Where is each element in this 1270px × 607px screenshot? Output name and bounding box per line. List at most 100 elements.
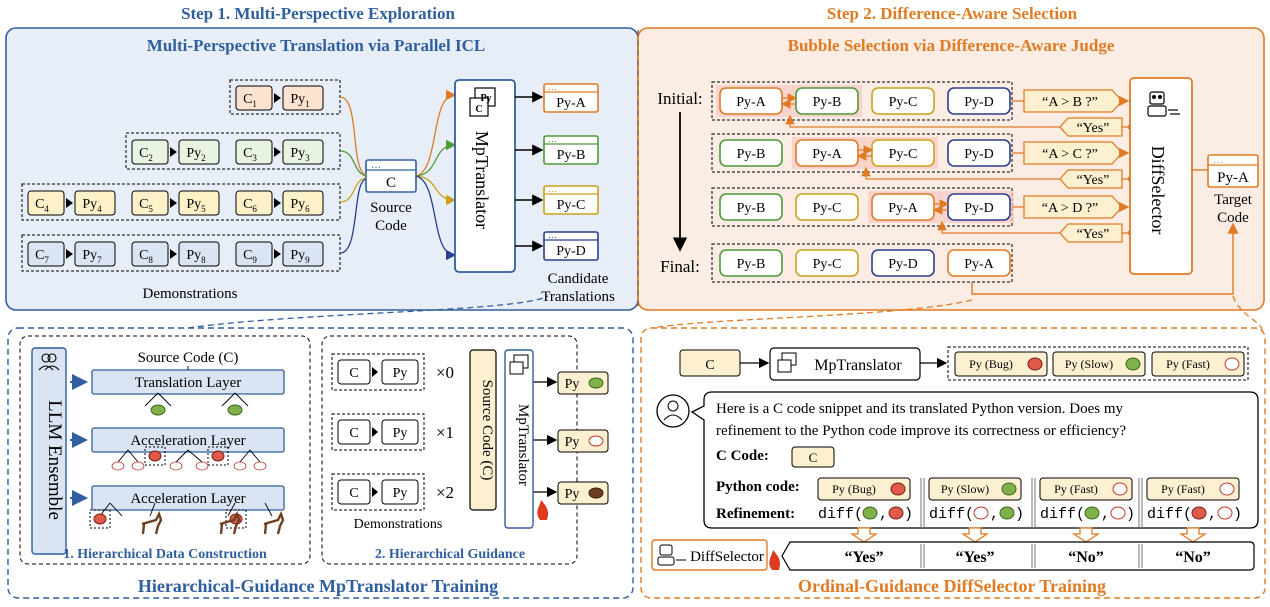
source-to-mptranslator-curves xyxy=(415,89,457,261)
guidance-multiplier: ×1 xyxy=(436,423,454,442)
turtle-icon xyxy=(588,377,604,389)
final-label: Final: xyxy=(660,257,700,276)
svg-text:Py: Py xyxy=(393,426,408,441)
guidance-output-box xyxy=(557,481,609,505)
source-code-label-1: Source xyxy=(370,200,412,216)
horse-icon xyxy=(263,510,285,535)
guidance-c-box xyxy=(337,479,371,505)
refinement-diff: diff( xyxy=(1040,506,1085,523)
demo-to-source-curves xyxy=(339,96,367,254)
svg-text:,: , xyxy=(1101,506,1110,523)
question-text: “A > C ?” xyxy=(1042,147,1098,162)
python-code-box xyxy=(1146,477,1240,501)
demo-py-box xyxy=(282,190,324,216)
hierarchy-layer xyxy=(91,427,285,453)
yes-tag xyxy=(1059,223,1123,243)
svg-text:…: … xyxy=(548,134,557,144)
bubble-cell xyxy=(795,193,859,221)
guidance-multiplier: ×0 xyxy=(436,363,454,382)
down-arrow-icon xyxy=(1071,527,1101,543)
candidate-label-1: Candidate xyxy=(548,271,609,287)
hierarchy-layer-label: Translation Layer xyxy=(135,375,242,391)
bubble-cell xyxy=(871,249,935,277)
bubble-cell xyxy=(947,87,1011,115)
svg-text:,: , xyxy=(1208,506,1217,523)
bubble-cell-label: Py-A xyxy=(736,95,766,110)
svg-text:Py (Fast): Py (Fast) xyxy=(1161,482,1205,496)
vertical-mptranslator xyxy=(504,349,534,529)
svg-text:Py: Py xyxy=(565,435,580,450)
people-icon xyxy=(38,353,60,371)
guidance-output-box xyxy=(557,371,609,395)
mptranslator-to-candidates xyxy=(515,91,544,252)
bottom-right-title: Ordinal-Guidance DiffSelector Training xyxy=(798,576,1106,596)
guidance-demonstrations-label: Demonstrations xyxy=(354,517,443,532)
svg-text:Py (Bug): Py (Bug) xyxy=(832,482,876,496)
demo-py-box xyxy=(74,190,116,216)
svg-text:Py: Py xyxy=(565,377,580,392)
python-code-box xyxy=(817,477,911,501)
mptranslator-icon: Py C xyxy=(469,87,496,117)
robot-judge-icon xyxy=(1147,91,1180,117)
svg-text:…: … xyxy=(1213,155,1223,166)
guidance-py-box xyxy=(381,419,419,445)
question-text: “A > B ?” xyxy=(1042,95,1098,110)
llm-ensemble-block xyxy=(31,347,67,555)
rabbit-icon xyxy=(111,461,125,471)
down-arrow-icon xyxy=(1178,527,1208,543)
mptranslator-block xyxy=(454,79,516,273)
candidate-label-2: Translations xyxy=(541,289,615,305)
candidate-label: Py-A xyxy=(556,96,586,111)
demo-c-box xyxy=(235,241,273,267)
candidate-label: Py-C xyxy=(557,198,586,213)
bubble-cell xyxy=(719,139,783,167)
bubble-cell-label: Py-D xyxy=(964,147,994,162)
hierarchy-layer xyxy=(91,485,285,511)
candidate-box: …Py-A xyxy=(543,82,599,113)
demo-c-box xyxy=(131,139,169,165)
answer-text: “No” xyxy=(1175,549,1211,566)
bubble-cell-label: Py-B xyxy=(737,257,766,272)
svg-text:): ) xyxy=(1233,506,1242,523)
candidate-label: Py-D xyxy=(556,244,586,259)
bubble-row-frame xyxy=(711,187,1013,227)
candidate-translations: …Py-A…Py-B…Py-C…Py-D xyxy=(543,82,599,261)
svg-text:,: , xyxy=(879,506,888,523)
bubble-cell-label: Py-D xyxy=(888,257,918,272)
bug-icon xyxy=(93,513,107,525)
python-code-box xyxy=(1039,477,1133,501)
br-diffselector-box xyxy=(651,539,768,571)
answer-text: “Yes” xyxy=(955,549,994,566)
mptranslator-label: MpTranslator xyxy=(472,131,492,229)
demo-c-box xyxy=(131,241,169,267)
svg-text:,: , xyxy=(990,506,999,523)
svg-text:C: C xyxy=(475,104,482,115)
svg-text:Py: Py xyxy=(480,93,491,104)
svg-text:Py (Fast): Py (Fast) xyxy=(1166,357,1210,371)
svg-text:…: … xyxy=(371,160,381,171)
target-label-2: Code xyxy=(1217,210,1249,226)
refinement-diff: diff( xyxy=(929,506,974,523)
svg-text:…: … xyxy=(548,230,557,240)
rabbit-icon xyxy=(195,461,209,471)
br-mptranslator-box xyxy=(769,347,921,381)
demonstrations-label: Demonstrations xyxy=(143,286,238,302)
bubble-cell xyxy=(795,249,859,277)
br-output-boxes: Py (Bug)Py (Slow)Py (Fast) xyxy=(954,351,1245,377)
rabbit-icon xyxy=(588,435,604,447)
prompt-line-2: refinement to the Python code improve it… xyxy=(716,423,1126,439)
c-code-label: C Code: xyxy=(716,448,769,464)
bug-icon xyxy=(1027,357,1043,371)
turtle-icon xyxy=(150,404,166,416)
answers: “Yes”“Yes”“No”“No” xyxy=(844,544,1211,568)
bubble-cell xyxy=(947,249,1011,277)
diffselector-label: DiffSelector xyxy=(1148,146,1168,235)
bubble-row-frame xyxy=(711,243,1013,283)
rabbit-icon xyxy=(169,461,183,471)
